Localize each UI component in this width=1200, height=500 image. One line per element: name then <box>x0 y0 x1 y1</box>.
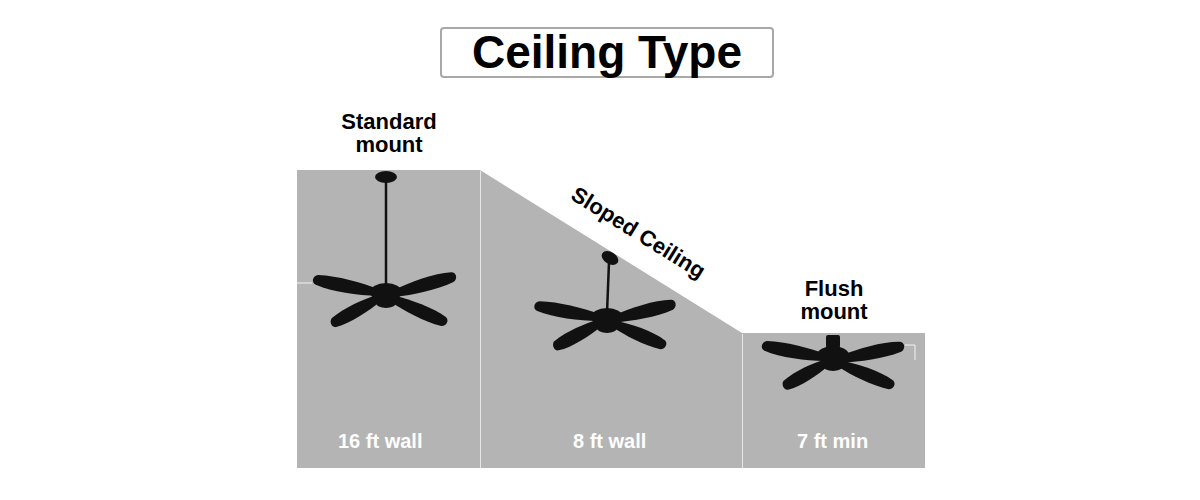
title-text: Ceiling Type <box>472 26 742 78</box>
title-box: Ceiling Type <box>440 27 774 78</box>
tick-mark <box>905 345 915 360</box>
wall-fill <box>480 170 742 468</box>
tick-mark <box>297 283 312 284</box>
wall-height-label: 8 ft wall <box>573 430 646 452</box>
wall-height-label: 7 ft min <box>797 430 868 452</box>
flush-fan <box>761 335 906 393</box>
wall-section-shape <box>297 170 480 468</box>
wall-fill <box>742 333 925 468</box>
wall-height-label: 16 ft wall <box>338 430 422 452</box>
mount-heading: Standard mount <box>319 110 459 156</box>
divider-line <box>742 334 743 468</box>
sloped-fan <box>533 248 677 353</box>
mount-heading: Flush mount <box>774 277 894 323</box>
ceiling-section: Standard mount16 ft wall <box>297 170 480 468</box>
wall-fill <box>297 170 480 468</box>
standard-fan <box>312 171 458 330</box>
divider-line <box>480 171 481 468</box>
